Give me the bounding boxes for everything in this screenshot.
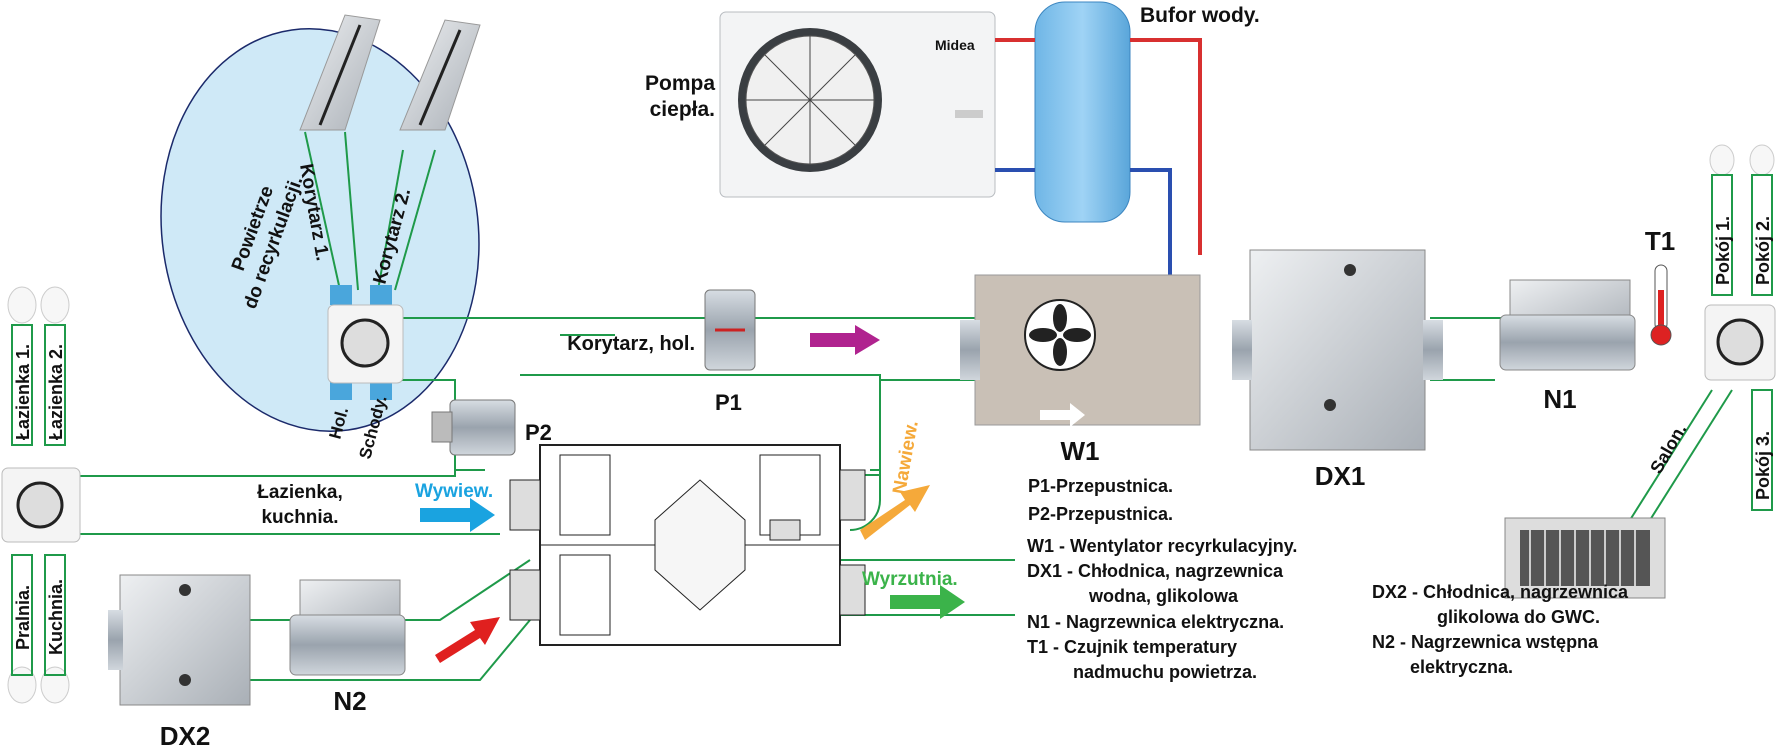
legend-item: P1-Przepustnica. [1028,476,1173,496]
legend-item: DX1 - Chłodnica, nagrzewnica [1027,561,1284,581]
label-salon: Salon. [1646,420,1690,477]
damper-p1 [704,289,756,371]
label-nawiew: Nawiew. [889,419,923,496]
legend-right-item: glikolowa do GWC. [1437,607,1600,627]
heat-pump-label: Pompa [645,72,715,95]
label-korytarz-hol: Korytarz, hol. [567,333,695,355]
buffer-label: Bufor wody. [1140,4,1260,27]
label-dx1: DX1 [1315,461,1366,491]
damper-p2 [431,399,516,456]
label-p2: P2 [525,420,552,445]
legend-item: N1 - Nagrzewnica elektryczna. [1027,612,1284,632]
label-lazienka-kuchnia: Łazienka, [257,482,343,503]
salon-grille [1504,517,1666,599]
brand-logo: Midea [935,37,975,53]
legend-item: wodna, glikolowa [1088,586,1239,606]
legend-right-item: elektryczna. [1410,657,1513,677]
water-buffer-tank [1034,1,1131,223]
thermometer-icon [1650,264,1672,346]
label-pralnia: Pralnia. [13,585,33,650]
arrow-wywiew [420,498,495,532]
cooler-heater-dx2 [108,574,251,706]
heat-pump-label-2: ciepła. [650,98,715,121]
recirculation-fan-w1 [960,274,1201,427]
corridor-grille-2 [399,19,481,131]
legend-right-item: N2 - Nagrzewnica wstępna [1372,632,1599,652]
label-p1: P1 [715,390,742,415]
cooler-heater-dx1 [1232,249,1443,451]
arrow-intake [435,617,500,663]
legend-item: T1 - Czujnik temperatury [1027,637,1237,657]
recuperator-unit [509,444,866,646]
label-kuchnia: Kuchnia. [46,579,66,655]
recirculation-plenum [327,285,404,400]
legend-item: P2-Przepustnica. [1028,504,1173,524]
corridor-grille-1 [299,14,381,131]
label-lazienka-1: Łazienka 1. [13,344,33,440]
arrow-korytarz [810,325,880,355]
pre-heater-n2 [289,579,406,676]
supply-manifold [1629,144,1776,521]
arrow-nawiew [860,485,930,540]
label-wyrzutnia: Wyrzutnia. [862,569,958,590]
label-n1: N1 [1543,384,1576,414]
label-pokoj-1: Pokój 1. [1713,216,1733,285]
legend-item: nadmuchu powietrza. [1073,662,1257,682]
heat-pump: Midea [719,11,996,198]
label-wywiew: Wywiew. [415,481,493,502]
label-pokoj-3: Pokój 3. [1753,431,1773,500]
label-lazienka-kuchnia-2: kuchnia. [261,507,338,528]
legend: P1-Przepustnica. P2-Przepustnica. W1 - W… [1027,476,1629,682]
electric-heater-n1 [1499,279,1636,371]
label-n2: N2 [333,686,366,716]
legend-right-item: DX2 - Chłodnica, nagrzewnica [1372,582,1629,602]
legend-item: W1 - Wentylator recyrkulacyjny. [1027,536,1297,556]
label-lazienka-2: Łazienka 2. [46,344,66,440]
arrow-wyrzutnia [890,585,965,619]
label-pokoj-2: Pokój 2. [1753,216,1773,285]
label-t1: T1 [1645,226,1675,256]
label-w1: W1 [1061,436,1100,466]
label-dx2: DX2 [160,721,211,751]
extract-manifold [1,286,81,704]
